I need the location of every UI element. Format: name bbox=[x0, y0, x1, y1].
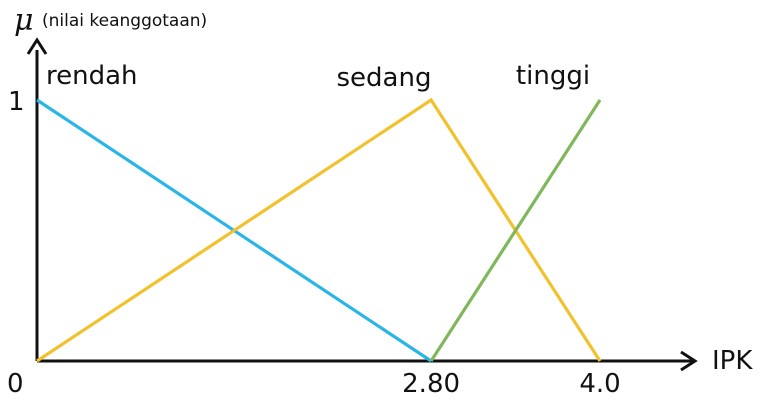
y-tick-label-0: 0 bbox=[7, 369, 24, 399]
y-tick-label-1: 1 bbox=[8, 87, 25, 117]
series-label-rendah: rendah bbox=[46, 61, 138, 91]
x-tick-label-0: 2.80 bbox=[402, 369, 460, 399]
y-axis-arrow bbox=[26, 37, 48, 55]
series-line-tinggi bbox=[429, 99, 602, 362]
y-axis-symbol: μ bbox=[14, 3, 34, 38]
series-label-sedang: sedang bbox=[337, 63, 432, 93]
x-tick-layer: 2.80 4.0 bbox=[402, 369, 621, 399]
x-axis-label: IPK bbox=[712, 346, 753, 376]
y-axis-note: (nilai keanggotaan) bbox=[42, 11, 207, 31]
series-line-sedang bbox=[36, 97, 602, 363]
series-label-layer: rendah sedang tinggi bbox=[46, 61, 590, 93]
x-tick-label-1: 4.0 bbox=[579, 369, 620, 399]
x-axis-arrow bbox=[680, 350, 698, 372]
series-layer bbox=[36, 97, 602, 363]
series-label-tinggi: tinggi bbox=[516, 61, 590, 91]
